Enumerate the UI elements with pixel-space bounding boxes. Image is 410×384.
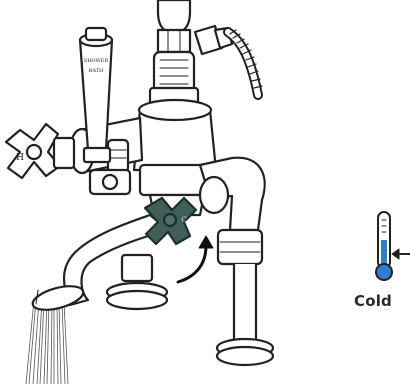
handset-engraving-2: BATH (89, 68, 104, 74)
right-arm (198, 156, 275, 367)
water-spray (25, 299, 69, 384)
shower-riser (148, 0, 200, 110)
hot-handle[interactable]: H (4, 122, 76, 180)
cold-handle[interactable]: C (143, 196, 198, 246)
hot-handle-letter: H (16, 153, 24, 163)
left-valve (88, 168, 132, 196)
handset-engraving-1: SHOWER (84, 58, 109, 64)
shower-handset: SHOWER BATH (78, 26, 114, 164)
thermometer-icon (375, 211, 393, 281)
rotation-arrow-icon (176, 235, 214, 284)
pointer-arrow-icon (391, 248, 410, 260)
cold-handle-letter: C (181, 216, 186, 224)
shower-hose (193, 24, 263, 100)
left-leg (105, 253, 169, 311)
spout (31, 213, 170, 311)
temperature-label: Cold (354, 292, 392, 310)
